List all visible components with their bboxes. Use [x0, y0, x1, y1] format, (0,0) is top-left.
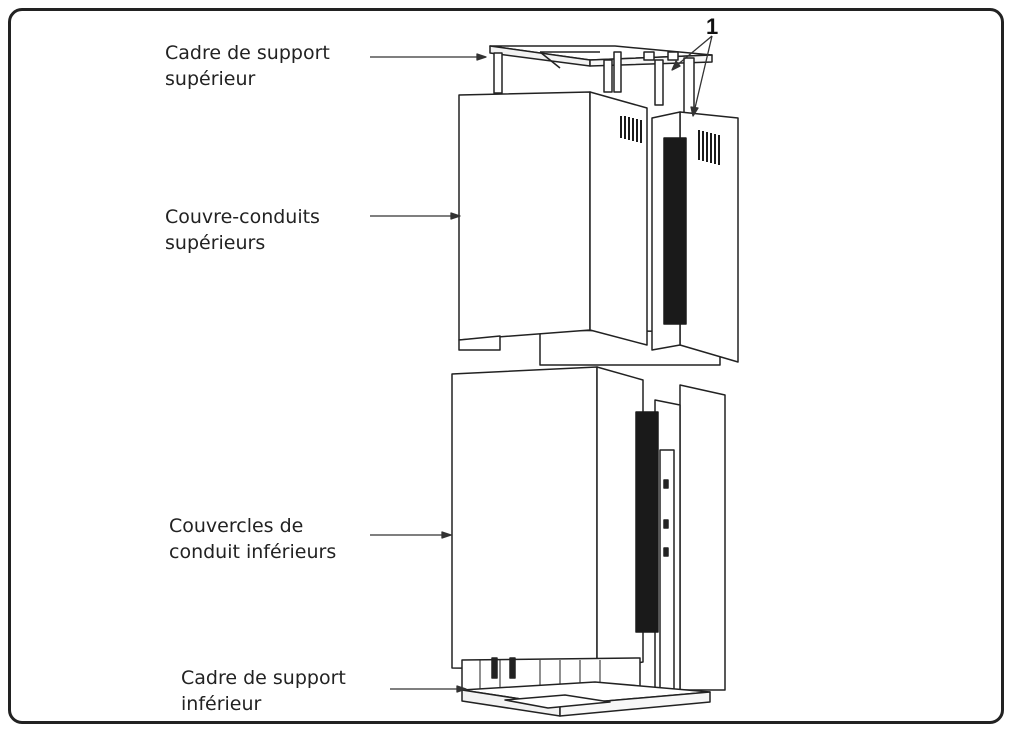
callout-number: 1	[706, 14, 719, 39]
label-lower-duct-covers: Couvercles de conduit inférieurs	[169, 515, 337, 563]
upper-support-frame	[489, 45, 713, 139]
upper-duct-covers	[458, 91, 739, 366]
label-lower-support-frame: Cadre de support inférieur	[181, 667, 346, 715]
lower-duct-covers	[451, 366, 726, 691]
lower-support-frame	[461, 657, 711, 717]
pointer-arrows	[370, 35, 713, 693]
label-upper-support-frame: Cadre de support supérieur	[165, 42, 330, 90]
label-upper-duct-covers: Couvre-conduits supérieurs	[165, 206, 320, 254]
